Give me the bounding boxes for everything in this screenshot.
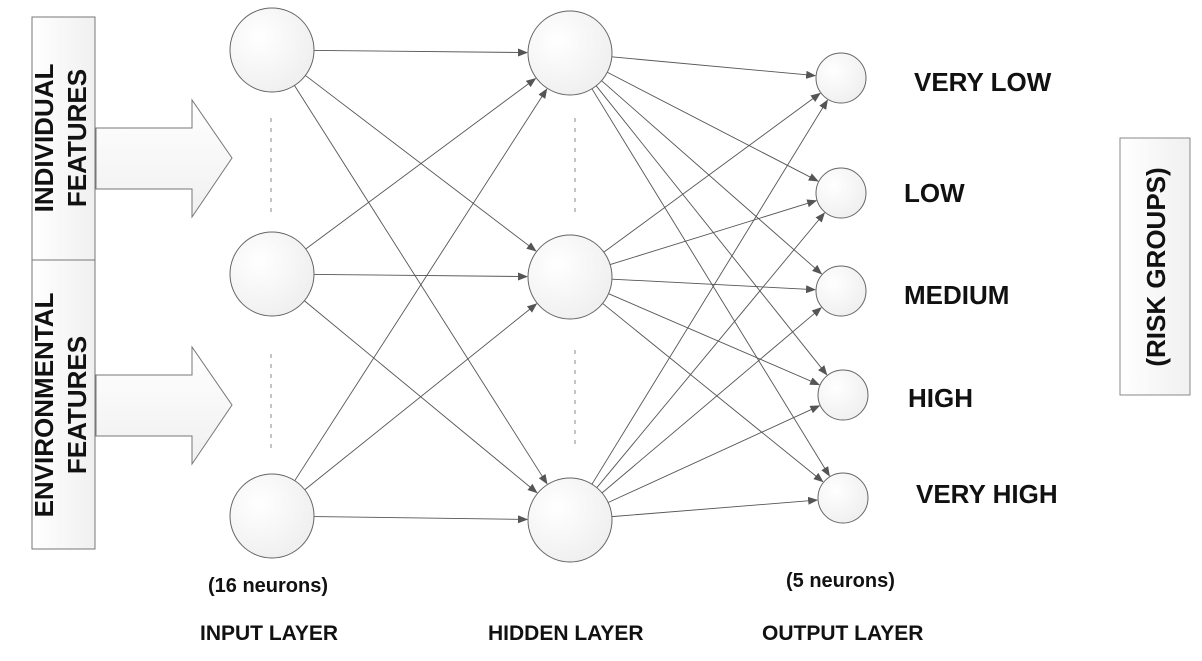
connection-hidden-1-output-3: [601, 80, 823, 275]
connection-input-2-hidden-2: [313, 272, 529, 281]
risk-groups-label: (RISK GROUPS): [1141, 167, 1171, 366]
connection-hidden-2-output-5: [602, 303, 824, 483]
output-neuron-count: (5 neurons): [786, 570, 895, 592]
input-layer-title: INPUT LAYER: [200, 622, 338, 645]
neurons: [229, 7, 869, 563]
connection-input-1-hidden-1: [313, 48, 529, 57]
output-neuron-5: [817, 472, 869, 524]
output-layer-title: OUTPUT LAYER: [762, 622, 923, 645]
individual-features-line1: INDIVIDUAL: [29, 63, 59, 212]
block-arrow-individual: [95, 98, 233, 219]
hidden-layer-title: HIDDEN LAYER: [488, 622, 644, 645]
connection-hidden-2-output-4: [608, 293, 821, 386]
output-neuron-2: [815, 167, 867, 219]
environmental-features-box: ENVIRONMENTAL FEATURES: [29, 259, 96, 550]
output-neuron-4: [817, 369, 869, 421]
connection-input-3-hidden-3: [313, 515, 529, 524]
connection-hidden-3-output-3: [601, 307, 822, 494]
input-neuron-3: [229, 473, 315, 559]
connection-hidden-1-output-1: [611, 56, 817, 79]
output-label-low: LOW: [904, 178, 965, 208]
connection-hidden-2-output-2: [609, 199, 818, 265]
connection-input-2-hidden-1: [305, 78, 537, 250]
input-neuron-count: (16 neurons): [208, 575, 328, 597]
connection-hidden-1-output-2: [607, 71, 819, 182]
connection-input-3-hidden-1: [294, 88, 548, 481]
connection-hidden-1-output-4: [595, 85, 828, 376]
block-arrow-environmental: [95, 345, 233, 466]
environmental-features-line1: ENVIRONMENTAL: [29, 292, 59, 517]
connection-hidden-3-output-5: [611, 496, 819, 518]
connection-hidden-2-output-3: [611, 278, 817, 294]
hidden-neuron-2: [527, 234, 613, 320]
hidden-neuron-1: [527, 10, 613, 96]
connection-hidden-3-output-1: [591, 99, 828, 485]
output-label-very-high: VERY HIGH: [916, 479, 1058, 509]
output-neuron-1: [815, 52, 867, 104]
connection-hidden-2-output-1: [603, 92, 821, 253]
connections: [294, 48, 830, 524]
risk-groups-box: (RISK GROUPS): [1119, 137, 1191, 396]
input-neuron-2: [229, 231, 315, 317]
connection-input-3-hidden-2: [304, 303, 538, 491]
connection-input-1-hidden-2: [305, 75, 537, 252]
connection-hidden-1-output-5: [591, 88, 830, 477]
input-neuron-1: [229, 7, 315, 93]
ellipsis-lines: [270, 118, 576, 450]
environmental-features-line2: FEATURES: [62, 336, 92, 474]
output-label-very-low: VERY LOW: [914, 67, 1052, 97]
hidden-neuron-3: [527, 477, 613, 563]
individual-features-box: INDIVIDUAL FEATURES: [29, 16, 96, 261]
connection-hidden-3-output-2: [596, 212, 826, 488]
individual-features-line2: FEATURES: [62, 69, 92, 207]
output-label-high: HIGH: [908, 383, 973, 413]
output-label-medium: MEDIUM: [904, 280, 1009, 310]
connection-hidden-3-output-4: [607, 405, 821, 503]
output-neuron-3: [815, 265, 867, 317]
